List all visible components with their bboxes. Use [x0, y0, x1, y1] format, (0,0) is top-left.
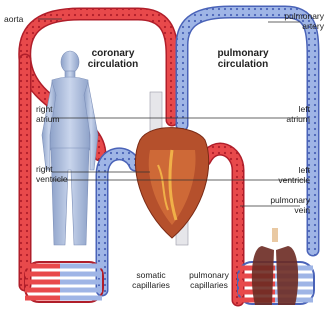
- coronary-title-line2: circulation: [83, 59, 143, 70]
- pulmonary-capillary-bed: [238, 262, 314, 304]
- pulmonary-circulation-title: pulmonary circulation: [208, 48, 278, 70]
- pulmonary-artery-label-line2: artery: [276, 21, 324, 31]
- somatic-capillary-bed: [25, 262, 103, 302]
- pulmonary-vein-label-line1: pulmonary: [258, 195, 310, 205]
- somatic-capillaries-label-line2: capillaries: [122, 280, 180, 290]
- pulmonary-capillaries-label-line2: capillaries: [180, 280, 238, 290]
- coronary-title-line1: coronary: [83, 48, 143, 59]
- pulmonary-artery-label: pulmonary artery: [276, 11, 324, 31]
- pulmonary-artery-label-line1: pulmonary: [276, 11, 324, 21]
- right-ventricle-label: right ventricle: [36, 164, 68, 184]
- left-ventricle-label-line1: left: [262, 165, 310, 175]
- somatic-capillaries-label: somatic capillaries: [122, 270, 180, 290]
- pulmonary-title-line2: circulation: [208, 59, 278, 70]
- pulmonary-vein-label: pulmonary vein: [258, 195, 310, 215]
- left-ventricle-label: left ventricle: [262, 165, 310, 185]
- left-ventricle-label-line2: ventricle: [262, 175, 310, 185]
- human-body-figure: [42, 51, 98, 245]
- aorta-label: aorta: [4, 14, 23, 24]
- coronary-circulation-title: coronary circulation: [83, 48, 143, 70]
- right-ventricle-label-line2: ventricle: [36, 174, 68, 184]
- right-atrium-label-line1: right: [36, 104, 60, 114]
- left-atrium-label-line1: left: [262, 104, 310, 114]
- pulmonary-title-line1: pulmonary: [208, 48, 278, 59]
- right-atrium-label: right atrium: [36, 104, 60, 124]
- pulmonary-capillaries-label-line1: pulmonary: [180, 270, 238, 280]
- right-atrium-label-line2: atrium: [36, 114, 60, 124]
- left-atrium-label-line2: atrium: [262, 114, 310, 124]
- pulmonary-vein-label-line2: vein: [258, 205, 310, 215]
- right-ventricle-label-line1: right: [36, 164, 68, 174]
- pulmonary-capillaries-label: pulmonary capillaries: [180, 270, 238, 290]
- left-atrium-label: left atrium: [262, 104, 310, 124]
- somatic-capillaries-label-line1: somatic: [122, 270, 180, 280]
